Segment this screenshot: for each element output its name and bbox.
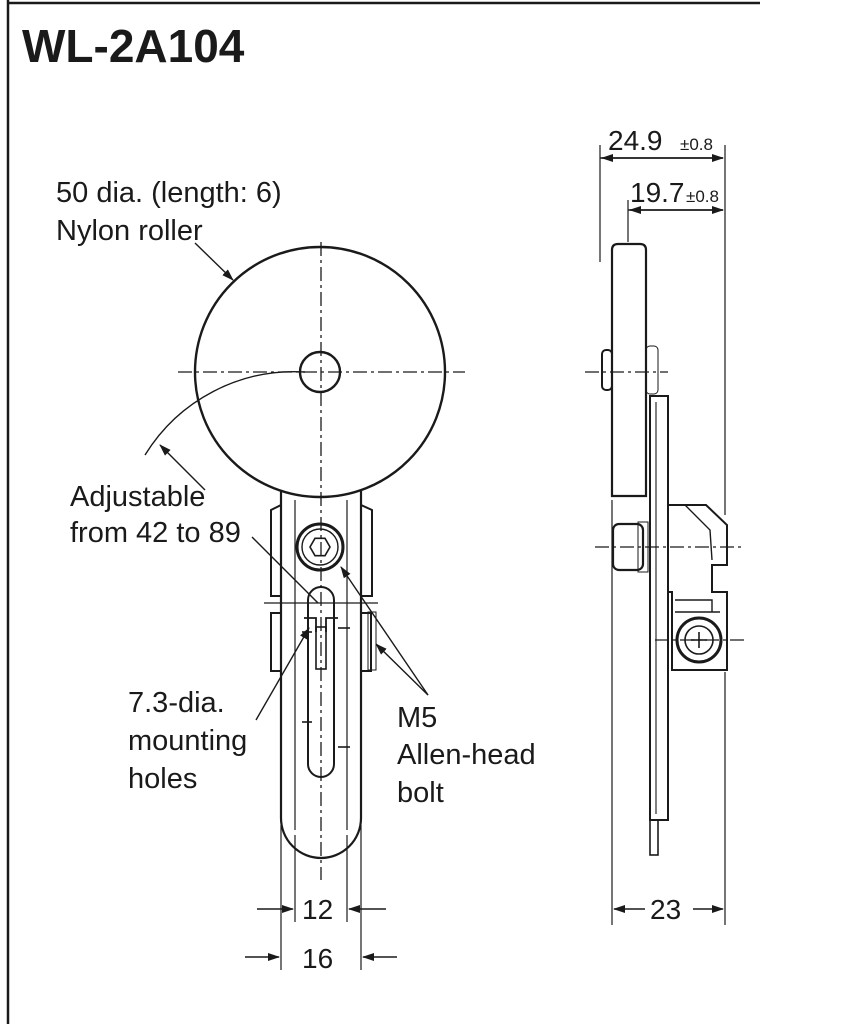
clamp-right [360, 612, 372, 672]
hub-side [668, 504, 728, 671]
holes-label-3: holes [128, 763, 197, 795]
roller-label-1: 50 dia. (length: 6) [56, 177, 282, 209]
dim-width-inner: 19.7 [630, 177, 685, 208]
model-title: WL-2A104 [22, 20, 245, 72]
front-view [178, 242, 465, 880]
bolt-label-3: bolt [397, 777, 444, 809]
lever-side [649, 395, 669, 821]
adjust-label-2: from 42 to 89 [70, 517, 241, 549]
lever-arm [279, 490, 363, 860]
allen-bolt [295, 522, 345, 572]
frame [6, 0, 760, 1024]
dim-width-inner-tol: ±0.8 [686, 187, 719, 206]
holes-label-2: mounting [128, 725, 247, 757]
roller-side [610, 242, 648, 498]
roller-label-2: Nylon roller [56, 215, 203, 247]
dim-lever-width: 16 [302, 943, 333, 974]
side-dimensions [599, 145, 726, 925]
dim-slot-width: 12 [302, 894, 333, 925]
dim-depth: 23 [650, 894, 681, 925]
nylon-roller [193, 245, 447, 499]
side-view [585, 242, 745, 856]
bolt-label-2: Allen-head [397, 739, 536, 771]
front-annotations [144, 242, 429, 721]
holes-label-1: 7.3-dia. [128, 687, 225, 719]
front-dimensions [245, 825, 397, 970]
bolt-label-1: M5 [397, 702, 437, 734]
dim-width-outer-tol: ±0.8 [680, 135, 713, 154]
hub-block [270, 504, 373, 597]
dim-width-outer: 24.9 [608, 125, 663, 156]
clamp-left [270, 612, 282, 672]
adjust-label-1: Adjustable [70, 481, 205, 513]
